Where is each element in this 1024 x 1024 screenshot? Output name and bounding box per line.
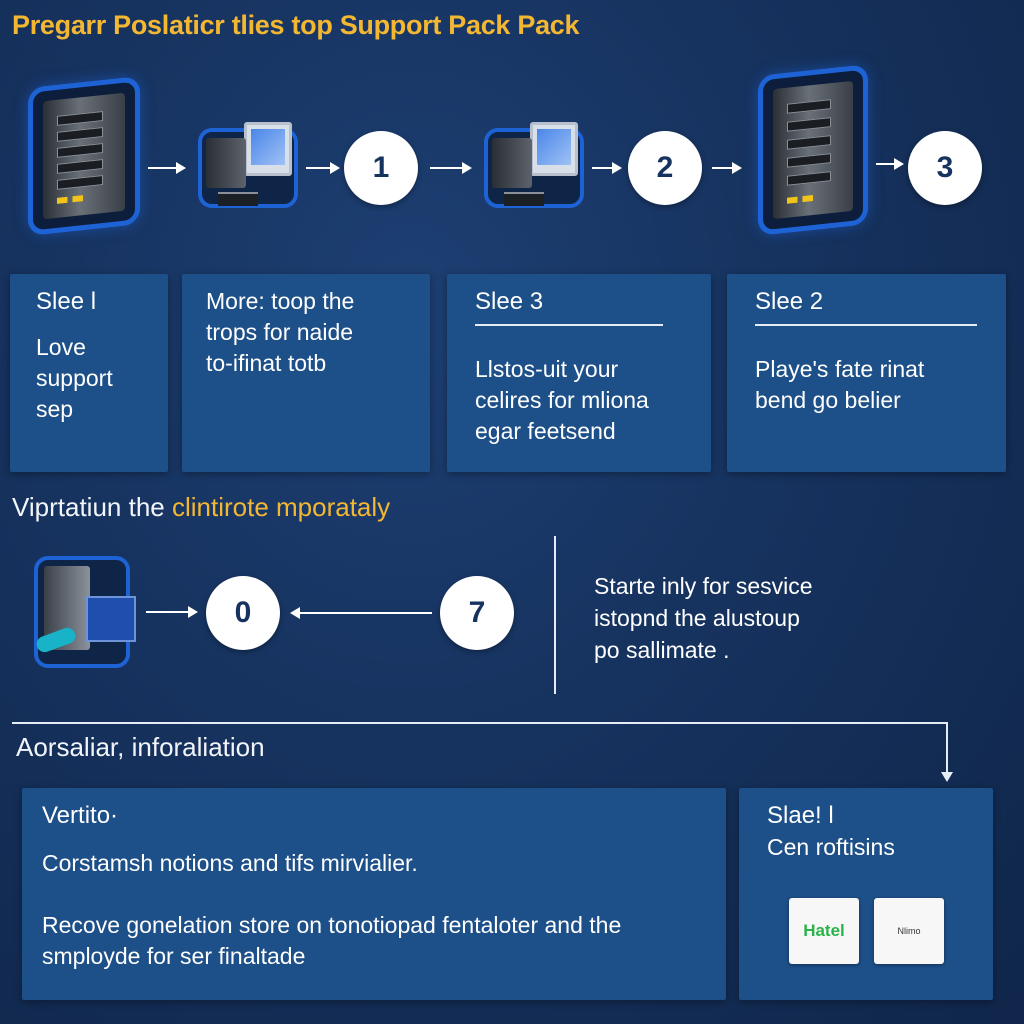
- card-subtitle: Cen roftisins: [767, 834, 895, 860]
- card-line: Love: [36, 334, 86, 360]
- card-line: egar feetsend: [475, 418, 616, 444]
- card-line: sep: [36, 396, 74, 422]
- card-line: bend go belier: [755, 387, 901, 413]
- section-heading-highlight: clintirote mporataly: [171, 492, 391, 522]
- step-circle-2: 2: [628, 131, 702, 205]
- flow-arrow: [148, 162, 186, 174]
- card-title: Slee 3: [475, 288, 544, 315]
- card-divider: [755, 324, 977, 326]
- flow-arrow: [712, 162, 742, 174]
- card-line: smployde for ser finaltade: [42, 943, 306, 969]
- page-title: Pregarr Poslaticr tlies top Support Pack…: [12, 10, 580, 40]
- step-circle-1: 1: [344, 131, 418, 205]
- computer-icon: [198, 118, 298, 218]
- section-heading-plain: Viprtatiun the: [12, 492, 172, 522]
- side-info-card: Slae! l Cen roftisins Hatel Nlimo: [739, 788, 993, 1000]
- flow-arrow: [430, 162, 472, 174]
- computer-icon: [484, 118, 584, 218]
- card-line: Llstos-uit your: [475, 356, 619, 382]
- info-card-2: More: toop the trops for naide to-ifinat…: [182, 274, 430, 472]
- section-heading: Viprtatiun the clintirote mporataly: [12, 492, 390, 523]
- flow-arrow-left: [290, 607, 432, 619]
- card-line: Playe's fate rinat: [755, 356, 925, 382]
- step-circle-0: 0: [206, 576, 280, 650]
- server-icon: [758, 64, 868, 236]
- card-line: celires for mliona: [475, 387, 649, 413]
- info-card-1: Slee l Love support sep: [10, 274, 168, 472]
- brand-logo-tile: Nlimo: [874, 898, 944, 964]
- side-text-line: Starte inly for sesvice: [594, 573, 813, 599]
- step-circle-3: 3: [908, 131, 982, 205]
- card-divider: [475, 324, 663, 326]
- info-card-4: Slee 2 Playe's fate rinat bend go belier: [727, 274, 1006, 472]
- server-icon: [28, 76, 140, 236]
- card-line: trops for naide: [206, 319, 354, 345]
- divider-horizontal: [12, 722, 948, 724]
- connector-arrow-down: [941, 722, 953, 782]
- section-heading: Aorsaliar, inforaliation: [16, 732, 265, 762]
- brand-logo-text: Nlimo: [897, 926, 921, 936]
- card-title: Slee l: [36, 288, 97, 315]
- main-info-card: Vertito· Corstamsh notions and tifs mirv…: [22, 788, 726, 1000]
- flow-arrow: [306, 162, 340, 174]
- card-line: to-ifinat totb: [206, 350, 327, 376]
- info-card-3: Slee 3 Llstos-uit your celires for mlion…: [447, 274, 711, 472]
- card-line: Corstamsh notions and tifs mirvialier.: [42, 850, 418, 876]
- brand-logo-tile: Hatel: [789, 898, 859, 964]
- card-line: support: [36, 365, 113, 391]
- storage-icon: [34, 556, 142, 676]
- flow-arrow: [146, 606, 198, 618]
- card-line: Recove gonelation store on tonotiopad fe…: [42, 912, 622, 938]
- brand-logo-text: Hatel: [803, 921, 845, 940]
- card-title: Slee 2: [755, 288, 824, 315]
- side-text-line: po sallimate .: [594, 637, 730, 663]
- step-circle-7: 7: [440, 576, 514, 650]
- divider-vertical: [554, 536, 556, 694]
- card-title: Slae! l: [767, 802, 834, 829]
- card-title: Vertito·: [42, 802, 119, 829]
- side-text-line: istopnd the alustoup: [594, 605, 800, 631]
- card-line: More: toop the: [206, 288, 355, 314]
- flow-arrow: [876, 158, 904, 170]
- flow-arrow: [592, 162, 622, 174]
